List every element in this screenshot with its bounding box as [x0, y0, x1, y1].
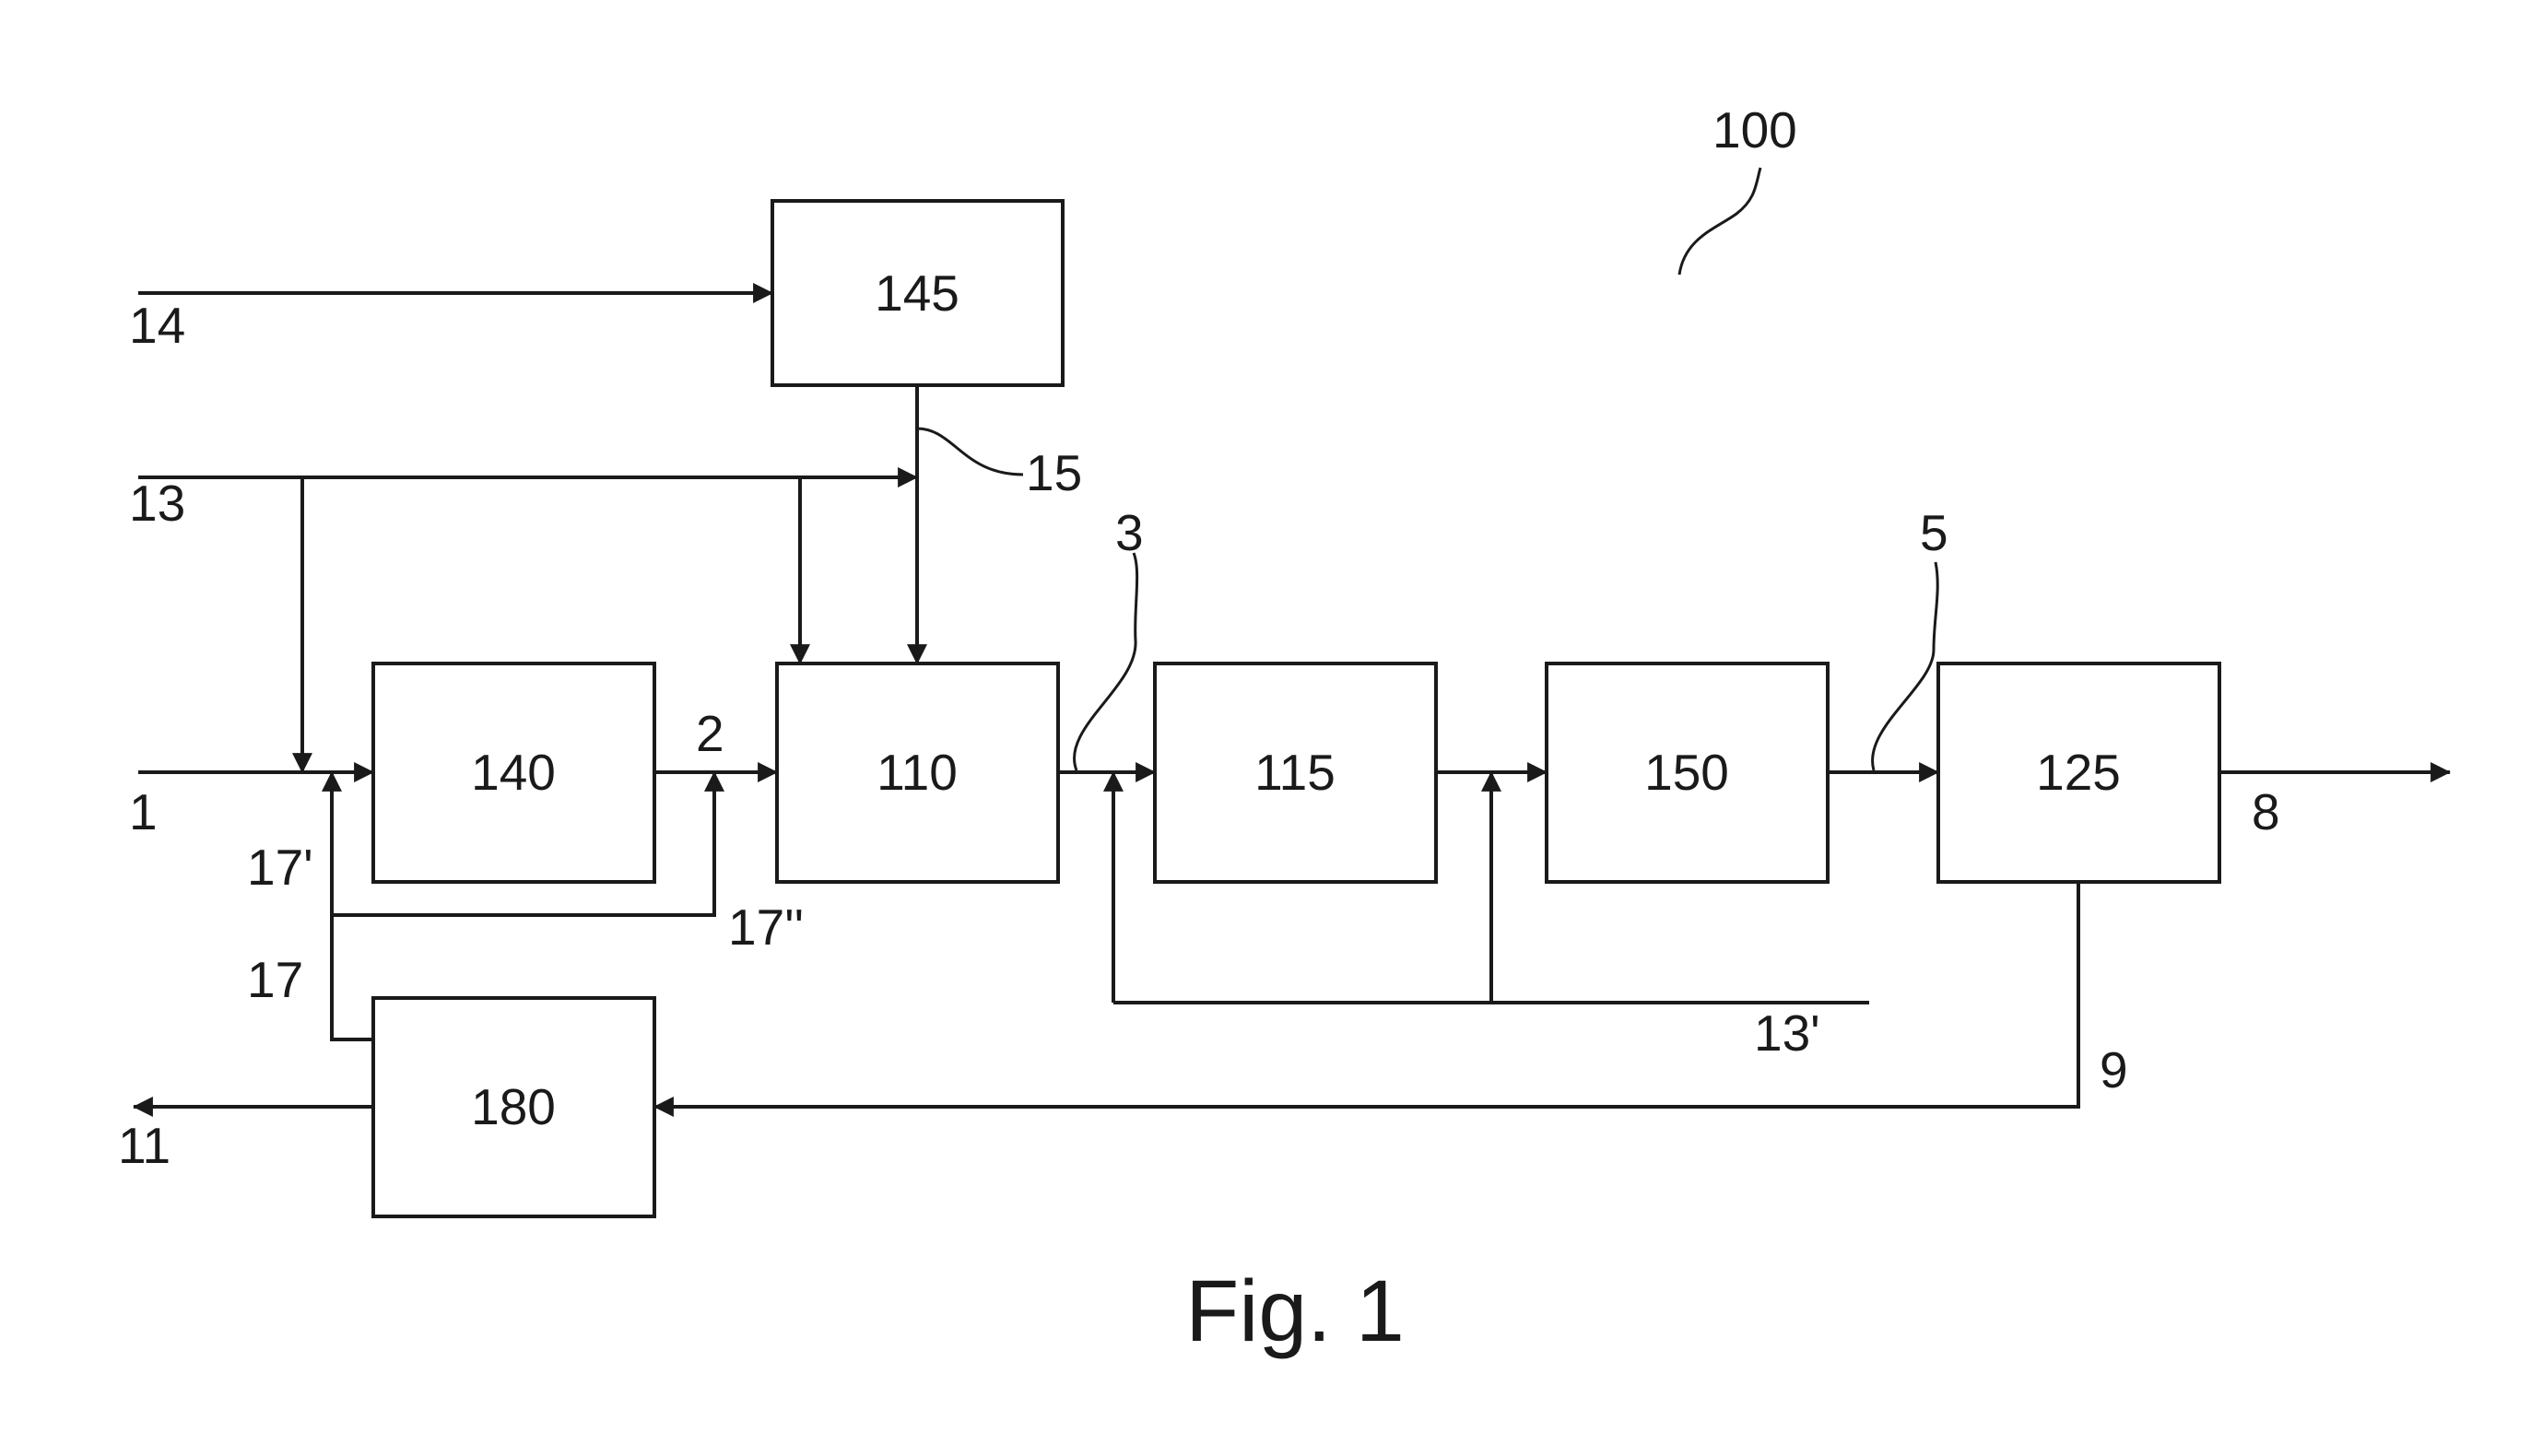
block-180: 180 — [371, 996, 656, 1218]
block-180-label: 180 — [471, 1078, 556, 1135]
block-115-label: 115 — [1254, 744, 1336, 801]
ref-15: 15 — [1026, 444, 1082, 501]
figure-caption: Fig. 1 — [1185, 1262, 1405, 1360]
block-150-label: 150 — [1644, 744, 1729, 801]
block-145: 145 — [771, 199, 1065, 387]
block-125-label: 125 — [2036, 744, 2121, 801]
leader-5 — [1871, 561, 1939, 771]
leader-3 — [1073, 552, 1139, 771]
block-115: 115 — [1153, 662, 1438, 884]
ref-2: 2 — [696, 705, 724, 762]
stream-17-line — [322, 770, 373, 1041]
ref-5: 5 — [1920, 504, 1948, 561]
leader-15 — [916, 427, 1024, 476]
ref-3: 3 — [1115, 504, 1144, 561]
ref-17: 17 — [247, 951, 303, 1008]
ref-100: 100 — [1712, 101, 1797, 159]
block-140-label: 140 — [471, 744, 556, 801]
stream-9-line — [653, 882, 2080, 1117]
block-110: 110 — [775, 662, 1060, 884]
block-110-label: 110 — [877, 744, 958, 801]
ref-11: 11 — [118, 1117, 171, 1174]
ref-17p: 17' — [247, 839, 313, 896]
block-150: 150 — [1545, 662, 1830, 884]
block-140: 140 — [371, 662, 656, 884]
ref-1: 1 — [129, 783, 158, 840]
ref-8: 8 — [2252, 783, 2280, 840]
stream-17pp-line — [332, 770, 724, 917]
block-125: 125 — [1936, 662, 2221, 884]
ref-17pp: 17'' — [728, 898, 804, 956]
ref-9: 9 — [2100, 1041, 2128, 1098]
ref-13: 13 — [129, 475, 185, 532]
ref-14: 14 — [129, 297, 185, 354]
block-145-label: 145 — [875, 264, 959, 322]
leader-100 — [1677, 167, 1762, 276]
ref-13p: 13' — [1754, 1004, 1820, 1062]
